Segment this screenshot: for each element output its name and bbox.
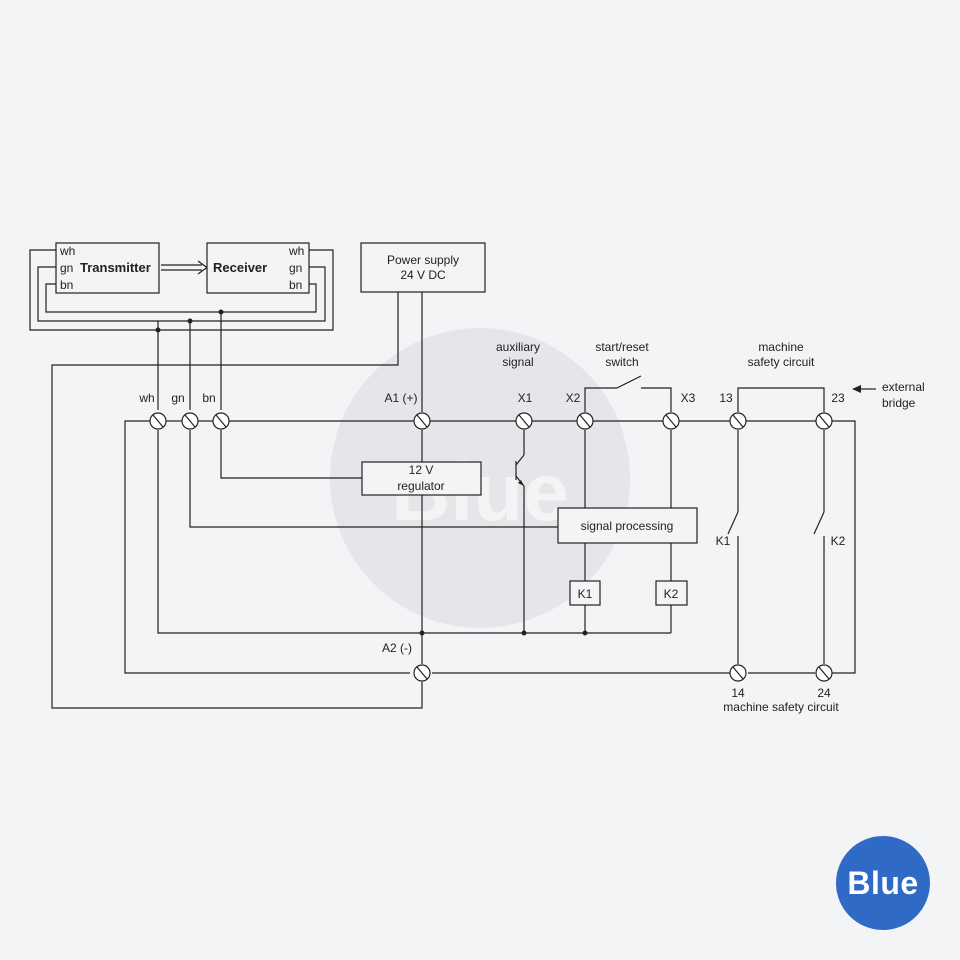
aux-signal-line1: auxiliary: [496, 340, 540, 354]
annotations: auxiliary signal start/reset switch mach…: [496, 340, 925, 714]
transmitter-pin-wh: wh: [59, 244, 75, 258]
contact-k1-label: K1: [716, 534, 731, 548]
label-x3: X3: [681, 391, 696, 405]
power-supply-line1: Power supply: [387, 253, 459, 267]
external-bridge-line1: external: [882, 380, 925, 394]
transmitter-pin-bn: bn: [60, 278, 73, 292]
optical-arrow: [161, 260, 209, 275]
transmitter-pin-gn: gn: [60, 261, 73, 275]
terminals: [149, 412, 833, 682]
power-supply: Power supply 24 V DC: [51, 242, 486, 709]
receiver-box: Receiver wh gn bn: [206, 242, 310, 294]
terminal-13: [729, 412, 747, 430]
receiver-pin-wh: wh: [288, 244, 304, 258]
signal-processing-label: signal processing: [581, 519, 674, 533]
msc-top-line2: safety circuit: [748, 355, 815, 369]
aux-signal-line2: signal: [502, 355, 533, 369]
label-13: 13: [719, 391, 733, 405]
terminal-bn: [212, 412, 230, 430]
label-x2: X2: [566, 391, 581, 405]
regulator-line1: 12 V: [409, 463, 434, 477]
internal-wiring: [157, 292, 825, 664]
transmitter-box: wh gn bn Transmitter: [55, 242, 160, 294]
regulator-box: 12 V regulator: [361, 461, 482, 496]
sensor-wiring: [29, 249, 334, 410]
label-wh: wh: [138, 391, 154, 405]
blue-badge: Blue: [836, 836, 930, 930]
external-bridge-arrow: [852, 385, 876, 393]
relay-k2-label: K2: [664, 587, 679, 601]
terminal-24: [815, 664, 833, 682]
terminal-a2: [413, 664, 431, 682]
terminal-23: [815, 412, 833, 430]
terminal-labels: wh gn bn A1 (+) X1 X2 X3 13 23 A2 (-) 14…: [138, 391, 845, 700]
label-a1: A1 (+): [384, 391, 417, 405]
terminal-a1: [413, 412, 431, 430]
terminal-wh: [149, 412, 167, 430]
label-bn: bn: [202, 391, 215, 405]
relay-enclosure: [124, 420, 856, 674]
label-24: 24: [817, 686, 831, 700]
receiver-label: Receiver: [213, 260, 267, 275]
terminal-x2: [576, 412, 594, 430]
receiver-pin-bn: bn: [289, 278, 302, 292]
relay-k1: K1: [569, 580, 601, 606]
terminal-x1: [515, 412, 533, 430]
power-supply-line2: 24 V DC: [400, 268, 446, 282]
terminal-gn: [181, 412, 199, 430]
relay-k2: K2: [655, 580, 688, 606]
contact-k2-label: K2: [831, 534, 846, 548]
label-a2: A2 (-): [382, 641, 412, 655]
transmitter-label: Transmitter: [80, 260, 151, 275]
receiver-pin-gn: gn: [289, 261, 302, 275]
start-reset-line1: start/reset: [595, 340, 649, 354]
label-x1: X1: [518, 391, 533, 405]
label-23: 23: [831, 391, 845, 405]
signal-processing-box: signal processing: [557, 507, 698, 544]
external-bridge-line2: bridge: [882, 396, 916, 410]
terminal-x3: [662, 412, 680, 430]
msc-bottom-label: machine safety circuit: [723, 700, 839, 714]
label-14: 14: [731, 686, 745, 700]
terminal-14: [729, 664, 747, 682]
relay-k1-label: K1: [578, 587, 593, 601]
label-gn: gn: [171, 391, 184, 405]
start-reset-line2: switch: [605, 355, 638, 369]
msc-top-line1: machine: [758, 340, 804, 354]
regulator-line2: regulator: [397, 479, 444, 493]
